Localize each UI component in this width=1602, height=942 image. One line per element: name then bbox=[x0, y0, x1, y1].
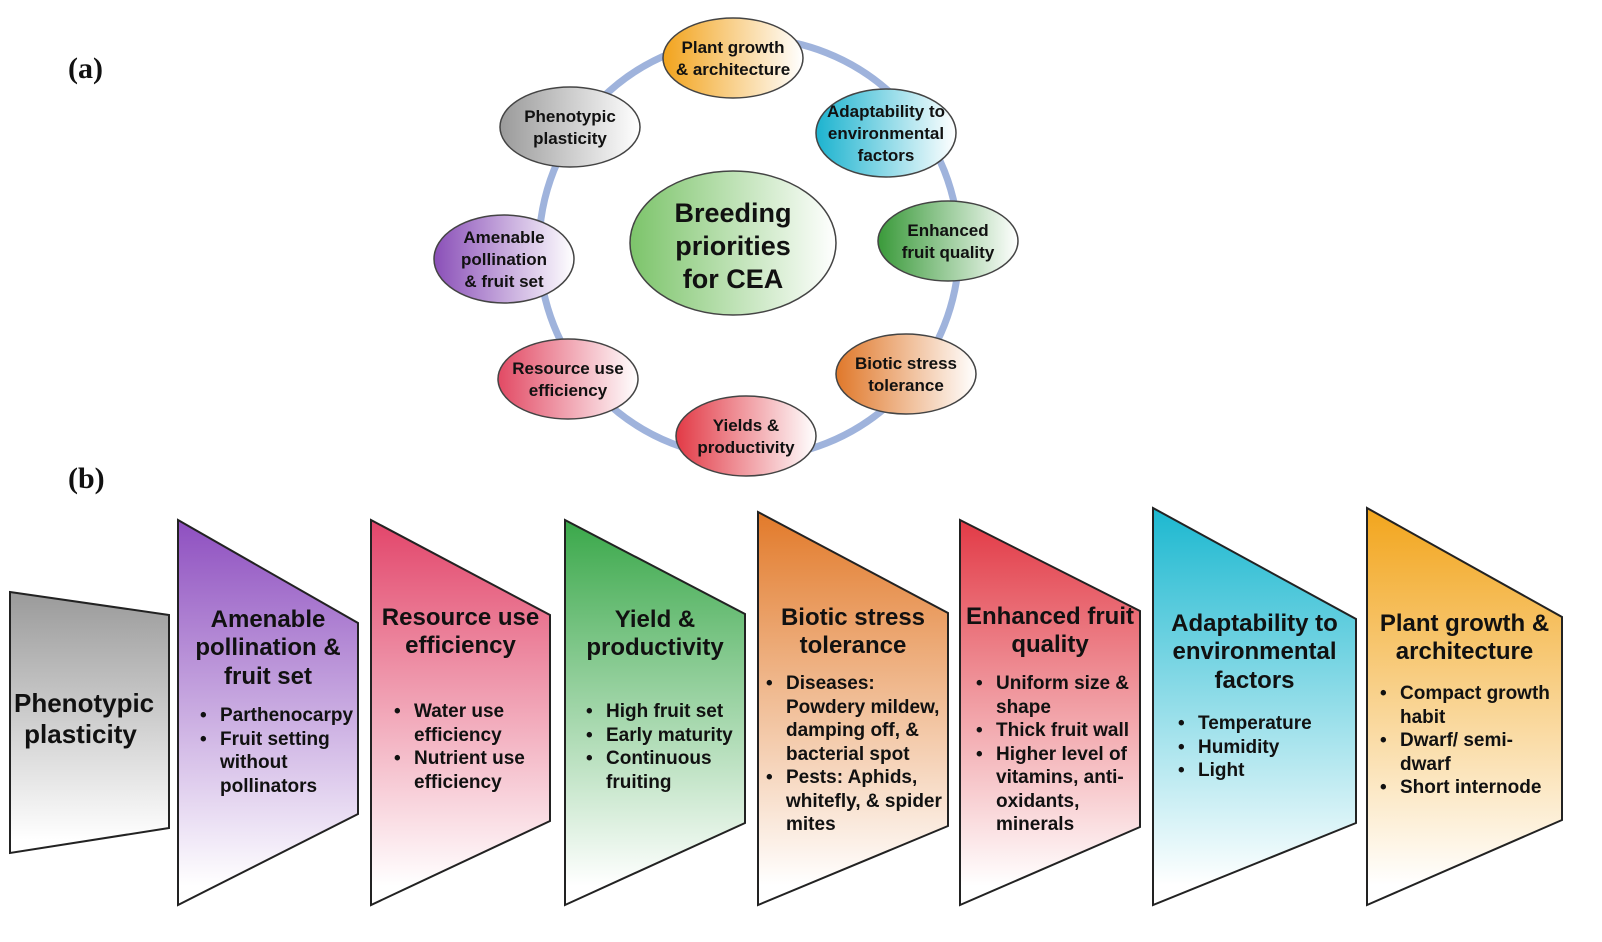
priority-node-phenotypic-plasticity-label: plasticity bbox=[533, 129, 607, 148]
step-phenotypic-plasticity-shape bbox=[9, 590, 170, 855]
priority-node-yields-productivity-shape bbox=[675, 395, 817, 477]
center-node-label: Breeding bbox=[674, 198, 791, 228]
step-bullet-item: Water use efficiency bbox=[392, 700, 546, 747]
priority-node-amenable-pollination-fruit-set-label: Amenable bbox=[463, 228, 544, 247]
step-adaptability-to-environmental-factors: Adaptability to environmental factorsTem… bbox=[1153, 0, 1356, 942]
step-yield-productivity: Yield & productivityHigh fruit setEarly … bbox=[565, 0, 745, 942]
priority-node-phenotypic-plasticity-label: Phenotypic bbox=[524, 107, 616, 126]
step-bullet-item: Fruit setting without pollinators bbox=[198, 728, 354, 799]
step-bullet-item: Higher level of vitamins, anti-oxidants,… bbox=[974, 743, 1136, 837]
step-bullet-item: Nutrient use efficiency bbox=[392, 747, 546, 794]
step-title: Enhanced fruit quality bbox=[965, 603, 1134, 659]
priority-node-enhanced-fruit-quality-label: Enhanced bbox=[907, 221, 988, 240]
step-phenotypic-plasticity: Phenotypic plasticity bbox=[10, 0, 169, 942]
step-bullet-item: Pests: Aphids, whitefly, & spider mites bbox=[764, 766, 944, 837]
priority-node-resource-use-efficiency-label: efficiency bbox=[529, 381, 608, 400]
step-bullet-item: Uniform size & shape bbox=[974, 672, 1136, 719]
priority-node-enhanced-fruit-quality: Enhanced fruit quality bbox=[877, 200, 1019, 282]
priority-node-biotic-stress-tolerance-shape bbox=[835, 333, 977, 415]
priority-node-resource-use-efficiency-label: Resource use bbox=[512, 359, 624, 378]
step-title: Amenable pollination & fruit set bbox=[195, 606, 341, 690]
step-title: Yield & productivity bbox=[586, 606, 724, 662]
step-plant-growth-architecture: Plant growth & architectureCompact growt… bbox=[1367, 0, 1562, 942]
step-bullet-list: Water use efficiencyNutrient use efficie… bbox=[392, 700, 546, 794]
step-bullet-item: Thick fruit wall bbox=[974, 719, 1136, 743]
step-bullet-item: Temperature bbox=[1176, 712, 1352, 736]
priority-node-adaptability-to-environmental-factors: Adaptability to environmental factors bbox=[815, 88, 957, 178]
priority-node-plant-growth-architecture: Plant growth & architecture bbox=[662, 17, 804, 99]
priority-node-adaptability-to-environmental-factors-label: Adaptability to bbox=[827, 102, 945, 121]
center-node-shape bbox=[629, 170, 837, 316]
priority-node-biotic-stress-tolerance-label: Biotic stress bbox=[855, 354, 957, 373]
step-bullet-item: Humidity bbox=[1176, 736, 1352, 760]
priority-node-resource-use-efficiency: Resource use efficiency bbox=[497, 338, 639, 420]
priority-node-phenotypic-plasticity: Phenotypic plasticity bbox=[499, 86, 641, 168]
priority-node-plant-growth-architecture-label: Plant growth bbox=[682, 38, 785, 57]
priority-node-phenotypic-plasticity-shape bbox=[499, 86, 641, 168]
priority-node-plant-growth-architecture-label: & architecture bbox=[676, 60, 790, 79]
step-title: Phenotypic plasticity bbox=[14, 688, 155, 749]
step-resource-use-efficiency: Resource use efficiencyWater use efficie… bbox=[371, 0, 550, 942]
panel-label-a: (a) bbox=[68, 52, 103, 85]
priority-node-resource-use-efficiency-shape bbox=[497, 338, 639, 420]
step-bullet-list: TemperatureHumidityLight bbox=[1176, 712, 1352, 783]
step-bullet-item: Early maturity bbox=[584, 724, 741, 748]
priority-node-adaptability-to-environmental-factors-shape bbox=[815, 88, 957, 178]
step-bullet-list: Diseases: Powdery mildew, damping off, &… bbox=[764, 672, 944, 837]
step-bullet-item: High fruit set bbox=[584, 700, 741, 724]
priority-node-biotic-stress-tolerance: Biotic stress tolerance bbox=[835, 333, 977, 415]
step-title: Adaptability to environmental factors bbox=[1171, 610, 1338, 694]
priority-node-enhanced-fruit-quality-shape bbox=[877, 200, 1019, 282]
priority-node-yields-productivity-label: Yields & bbox=[713, 416, 779, 435]
priority-node-biotic-stress-tolerance-label: tolerance bbox=[868, 376, 944, 395]
step-bullet-item: Dwarf/ semi-dwarf bbox=[1378, 729, 1558, 776]
center-node-label: priorities bbox=[675, 231, 791, 261]
step-bullet-item: Short internode bbox=[1378, 776, 1558, 800]
priority-node-adaptability-to-environmental-factors-label: factors bbox=[858, 146, 915, 165]
step-bullet-list: ParthenocarpyFruit setting without polli… bbox=[198, 704, 354, 798]
priority-node-amenable-pollination-fruit-set-label: pollination bbox=[461, 250, 547, 269]
step-title: Plant growth & architecture bbox=[1379, 610, 1550, 666]
step-bullet-item: Continuous fruiting bbox=[584, 747, 741, 794]
step-biotic-stress-tolerance: Biotic stress toleranceDiseases: Powdery… bbox=[758, 0, 948, 942]
priority-node-amenable-pollination-fruit-set-shape bbox=[433, 214, 575, 304]
step-bullet-list: Compact growth habitDwarf/ semi-dwarfSho… bbox=[1378, 682, 1558, 800]
center-node-label: for CEA bbox=[683, 264, 784, 294]
step-adaptability-to-environmental-factors-shape bbox=[1152, 506, 1357, 907]
step-bullet-item: Compact growth habit bbox=[1378, 682, 1558, 729]
priority-node-adaptability-to-environmental-factors-label: environmental bbox=[828, 124, 944, 143]
priority-node-amenable-pollination-fruit-set: Amenable pollination & fruit set bbox=[433, 214, 575, 304]
priority-node-amenable-pollination-fruit-set-label: & fruit set bbox=[464, 272, 544, 291]
priority-node-enhanced-fruit-quality-label: fruit quality bbox=[902, 243, 995, 262]
step-bullet-item: Light bbox=[1176, 759, 1352, 783]
step-enhanced-fruit-quality: Enhanced fruit qualityUniform size & sha… bbox=[960, 0, 1140, 942]
step-bullet-item: Diseases: Powdery mildew, damping off, &… bbox=[764, 672, 944, 766]
priority-node-plant-growth-architecture-shape bbox=[662, 17, 804, 99]
priority-node-yields-productivity-label: productivity bbox=[697, 438, 795, 457]
priority-node-yields-productivity: Yields & productivity bbox=[675, 395, 817, 477]
step-title: Resource use efficiency bbox=[381, 604, 540, 660]
step-bullet-item: Parthenocarpy bbox=[198, 704, 354, 728]
step-title: Biotic stress tolerance bbox=[780, 604, 926, 660]
step-bullet-list: High fruit setEarly maturityContinuous f… bbox=[584, 700, 741, 794]
step-bullet-list: Uniform size & shapeThick fruit wallHigh… bbox=[974, 672, 1136, 837]
panel-label-b: (b) bbox=[68, 462, 105, 495]
step-amenable-pollination-fruit-set: Amenable pollination & fruit setPartheno… bbox=[178, 0, 358, 942]
